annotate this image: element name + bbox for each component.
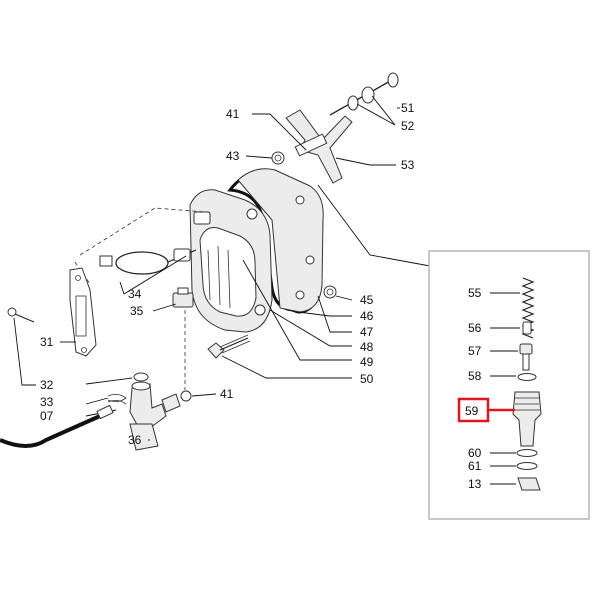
sensor-part bbox=[172, 287, 194, 308]
label-56: 56 bbox=[468, 321, 482, 335]
bolt-part bbox=[329, 72, 399, 116]
label-32: 32 bbox=[40, 378, 54, 392]
label-47: 47 bbox=[360, 325, 374, 339]
label-53: 53 bbox=[401, 158, 415, 172]
label-43: 43 bbox=[226, 149, 240, 163]
detail-box bbox=[428, 250, 590, 520]
label-34: 34 bbox=[128, 287, 142, 301]
label-51: 51 bbox=[401, 101, 415, 115]
valve-cover-part bbox=[237, 168, 324, 313]
valve-part bbox=[519, 343, 533, 371]
nozzle-part bbox=[512, 391, 542, 447]
o-ring-part bbox=[517, 373, 537, 381]
o-ring-part bbox=[516, 449, 538, 470]
label-57: 57 bbox=[468, 344, 482, 358]
label-07: 07 bbox=[40, 409, 54, 423]
label-41-top: 41 bbox=[226, 107, 240, 121]
bolt-part bbox=[207, 334, 251, 359]
wire-harness-part bbox=[99, 248, 197, 275]
label-46: 46 bbox=[360, 309, 374, 323]
label-35: 35 bbox=[130, 304, 144, 318]
cable-part bbox=[0, 404, 114, 448]
screw-part bbox=[7, 307, 35, 323]
o-ring-part bbox=[271, 151, 285, 165]
clip-part bbox=[107, 394, 127, 405]
label-49: 49 bbox=[360, 355, 374, 369]
pin-part bbox=[522, 321, 532, 335]
washer-part bbox=[347, 86, 375, 111]
label-13: 13 bbox=[468, 477, 482, 491]
label-36: 36 bbox=[128, 433, 142, 447]
bracket-part bbox=[69, 267, 97, 357]
label-59: 59 bbox=[465, 404, 479, 418]
cylinder-head-part bbox=[189, 189, 273, 333]
plug-part bbox=[323, 285, 337, 299]
label-48: 48 bbox=[360, 340, 374, 354]
label-31: 31 bbox=[40, 335, 54, 349]
elbow-fitting-part bbox=[129, 372, 192, 451]
label-41-bottom: 41 bbox=[220, 387, 234, 401]
rocker-arm-part bbox=[285, 109, 353, 184]
label-55: 55 bbox=[468, 286, 482, 300]
label-60: 60 bbox=[468, 446, 482, 460]
label-58: 58 bbox=[468, 369, 482, 383]
label-33: 33 bbox=[40, 395, 54, 409]
clip-part bbox=[517, 477, 541, 491]
label-52: 52 bbox=[401, 119, 415, 133]
label-61: 61 bbox=[468, 459, 482, 473]
label-50: 50 bbox=[360, 372, 374, 386]
label-45: 45 bbox=[360, 293, 374, 307]
